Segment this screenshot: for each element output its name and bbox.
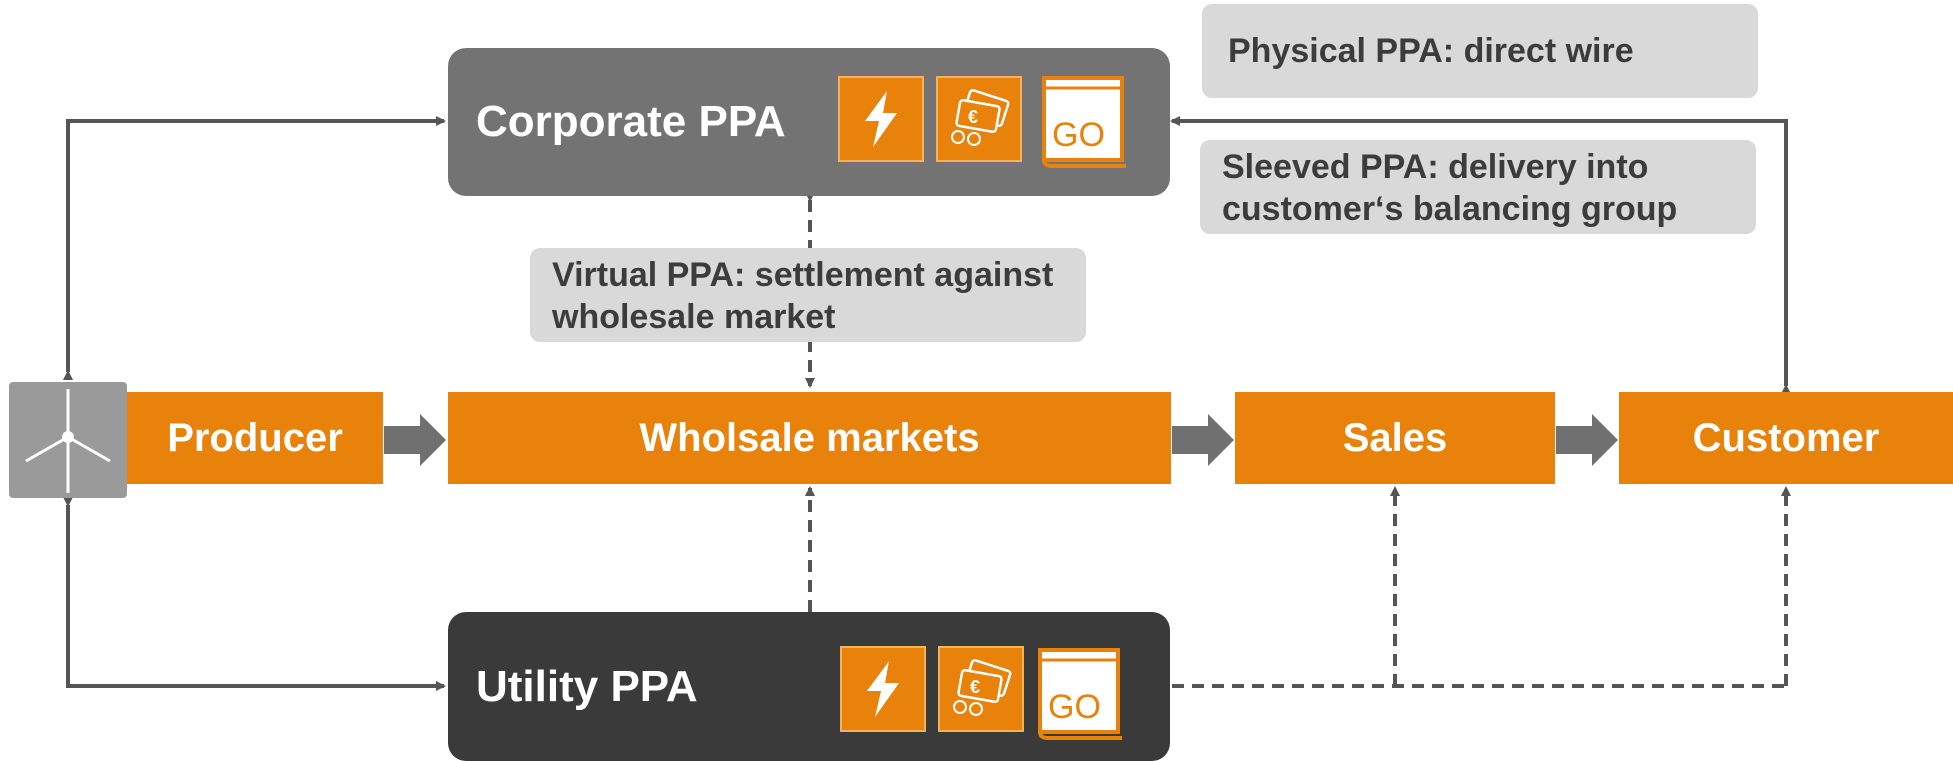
go-certificate-icon: GO	[1034, 646, 1124, 740]
virtual-ppa-text: Virtual PPA: settlement against wholesal…	[552, 256, 1054, 336]
wholesale-box: Wholsale markets	[448, 392, 1171, 484]
sales-box: Sales	[1235, 392, 1555, 484]
svg-text:€: €	[970, 677, 980, 697]
money-icon: €	[938, 646, 1024, 732]
producer-corporate-link	[63, 116, 446, 380]
physical-ppa-note: Physical PPA: direct wire	[1202, 4, 1758, 98]
flow-arrow-1	[384, 414, 446, 466]
customer-corporate-link	[1170, 116, 1791, 394]
svg-text:€: €	[968, 107, 978, 127]
lightning-icon	[840, 646, 926, 732]
customer-label: Customer	[1692, 415, 1880, 460]
sales-label: Sales	[1342, 415, 1448, 460]
lightning-icon	[838, 76, 924, 162]
sleeved-ppa-note: Sleeved PPA: delivery into customer‘s ba…	[1200, 140, 1756, 234]
customer-box: Customer	[1619, 392, 1953, 484]
flow-arrow-3	[1556, 414, 1618, 466]
wholesale-label: Wholsale markets	[639, 415, 980, 460]
physical-ppa-text: Physical PPA: direct wire	[1228, 32, 1634, 70]
flow-arrows	[384, 414, 1618, 466]
virtual-ppa-note: Virtual PPA: settlement against wholesal…	[530, 248, 1086, 342]
money-icon: €	[936, 76, 1022, 162]
flow-arrow-2	[1172, 414, 1234, 466]
corporate-ppa-label: Corporate PPA	[476, 97, 786, 146]
producer-label: Producer	[167, 415, 343, 460]
producer-box: Producer	[127, 392, 383, 484]
wind-turbine-icon	[9, 382, 127, 498]
producer-utility-link	[63, 497, 446, 691]
sleeved-ppa-text: Sleeved PPA: delivery into customer‘s ba…	[1222, 148, 1678, 228]
utility-ppa-label: Utility PPA	[476, 661, 698, 711]
go-certificate-icon: GO	[1038, 74, 1128, 168]
svg-text:GO: GO	[1052, 116, 1105, 154]
svg-text:GO: GO	[1048, 688, 1101, 726]
